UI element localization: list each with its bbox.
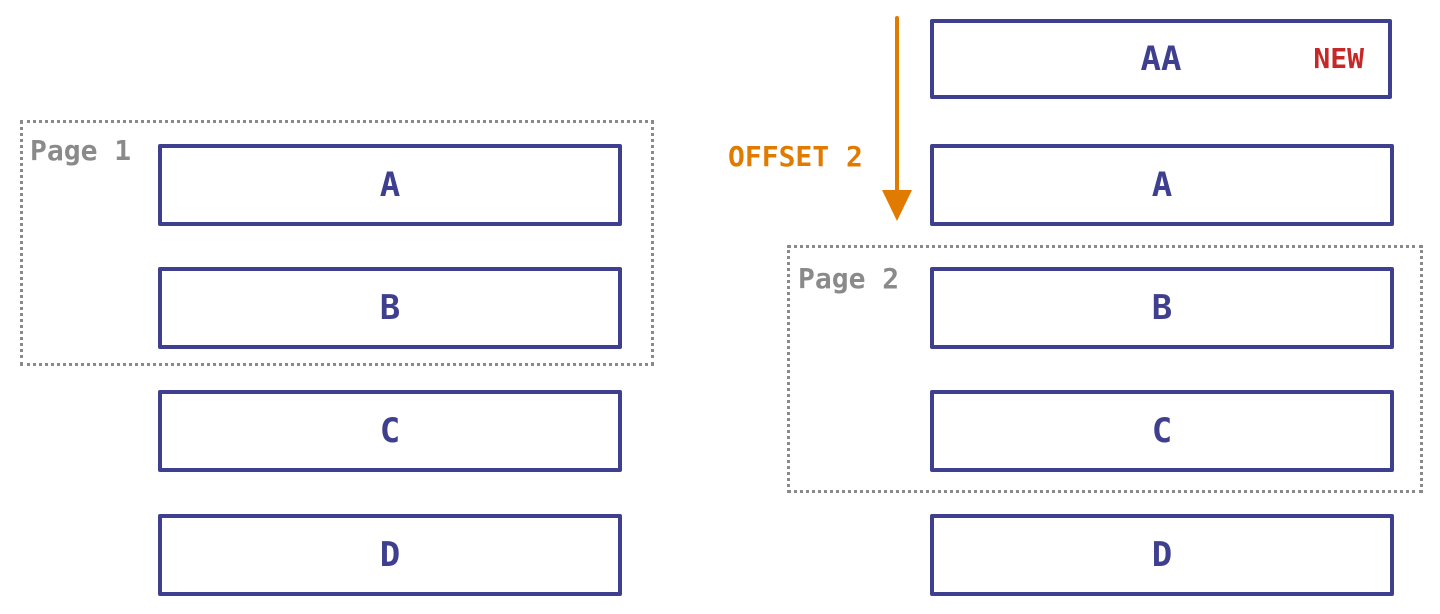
left-row-d-label: D [379,535,401,575]
right-row-aa-label: AA [1140,39,1182,79]
left-row-b: B [158,267,622,349]
left-row-b-label: B [379,288,401,328]
page-1-label: Page 1 [30,134,132,167]
left-row-c: C [158,390,622,472]
right-row-d-label: D [1151,535,1173,575]
right-row-b: B [930,267,1394,349]
page-2-frame [787,245,1423,493]
offset-label: OFFSET 2 [728,140,863,173]
left-row-a: A [158,144,622,226]
right-row-b-label: B [1151,288,1173,328]
right-row-a: A [930,144,1394,226]
right-row-aa-new: AA NEW [930,19,1392,99]
right-row-c-label: C [1151,411,1173,451]
page-1-frame [20,120,654,366]
page-2-label: Page 2 [798,262,900,295]
right-row-a-label: A [1151,165,1173,205]
left-row-d: D [158,514,622,596]
new-badge: NEW [1313,42,1364,75]
left-row-a-label: A [379,165,401,205]
left-row-c-label: C [379,411,401,451]
right-row-c: C [930,390,1394,472]
right-row-d: D [930,514,1394,596]
